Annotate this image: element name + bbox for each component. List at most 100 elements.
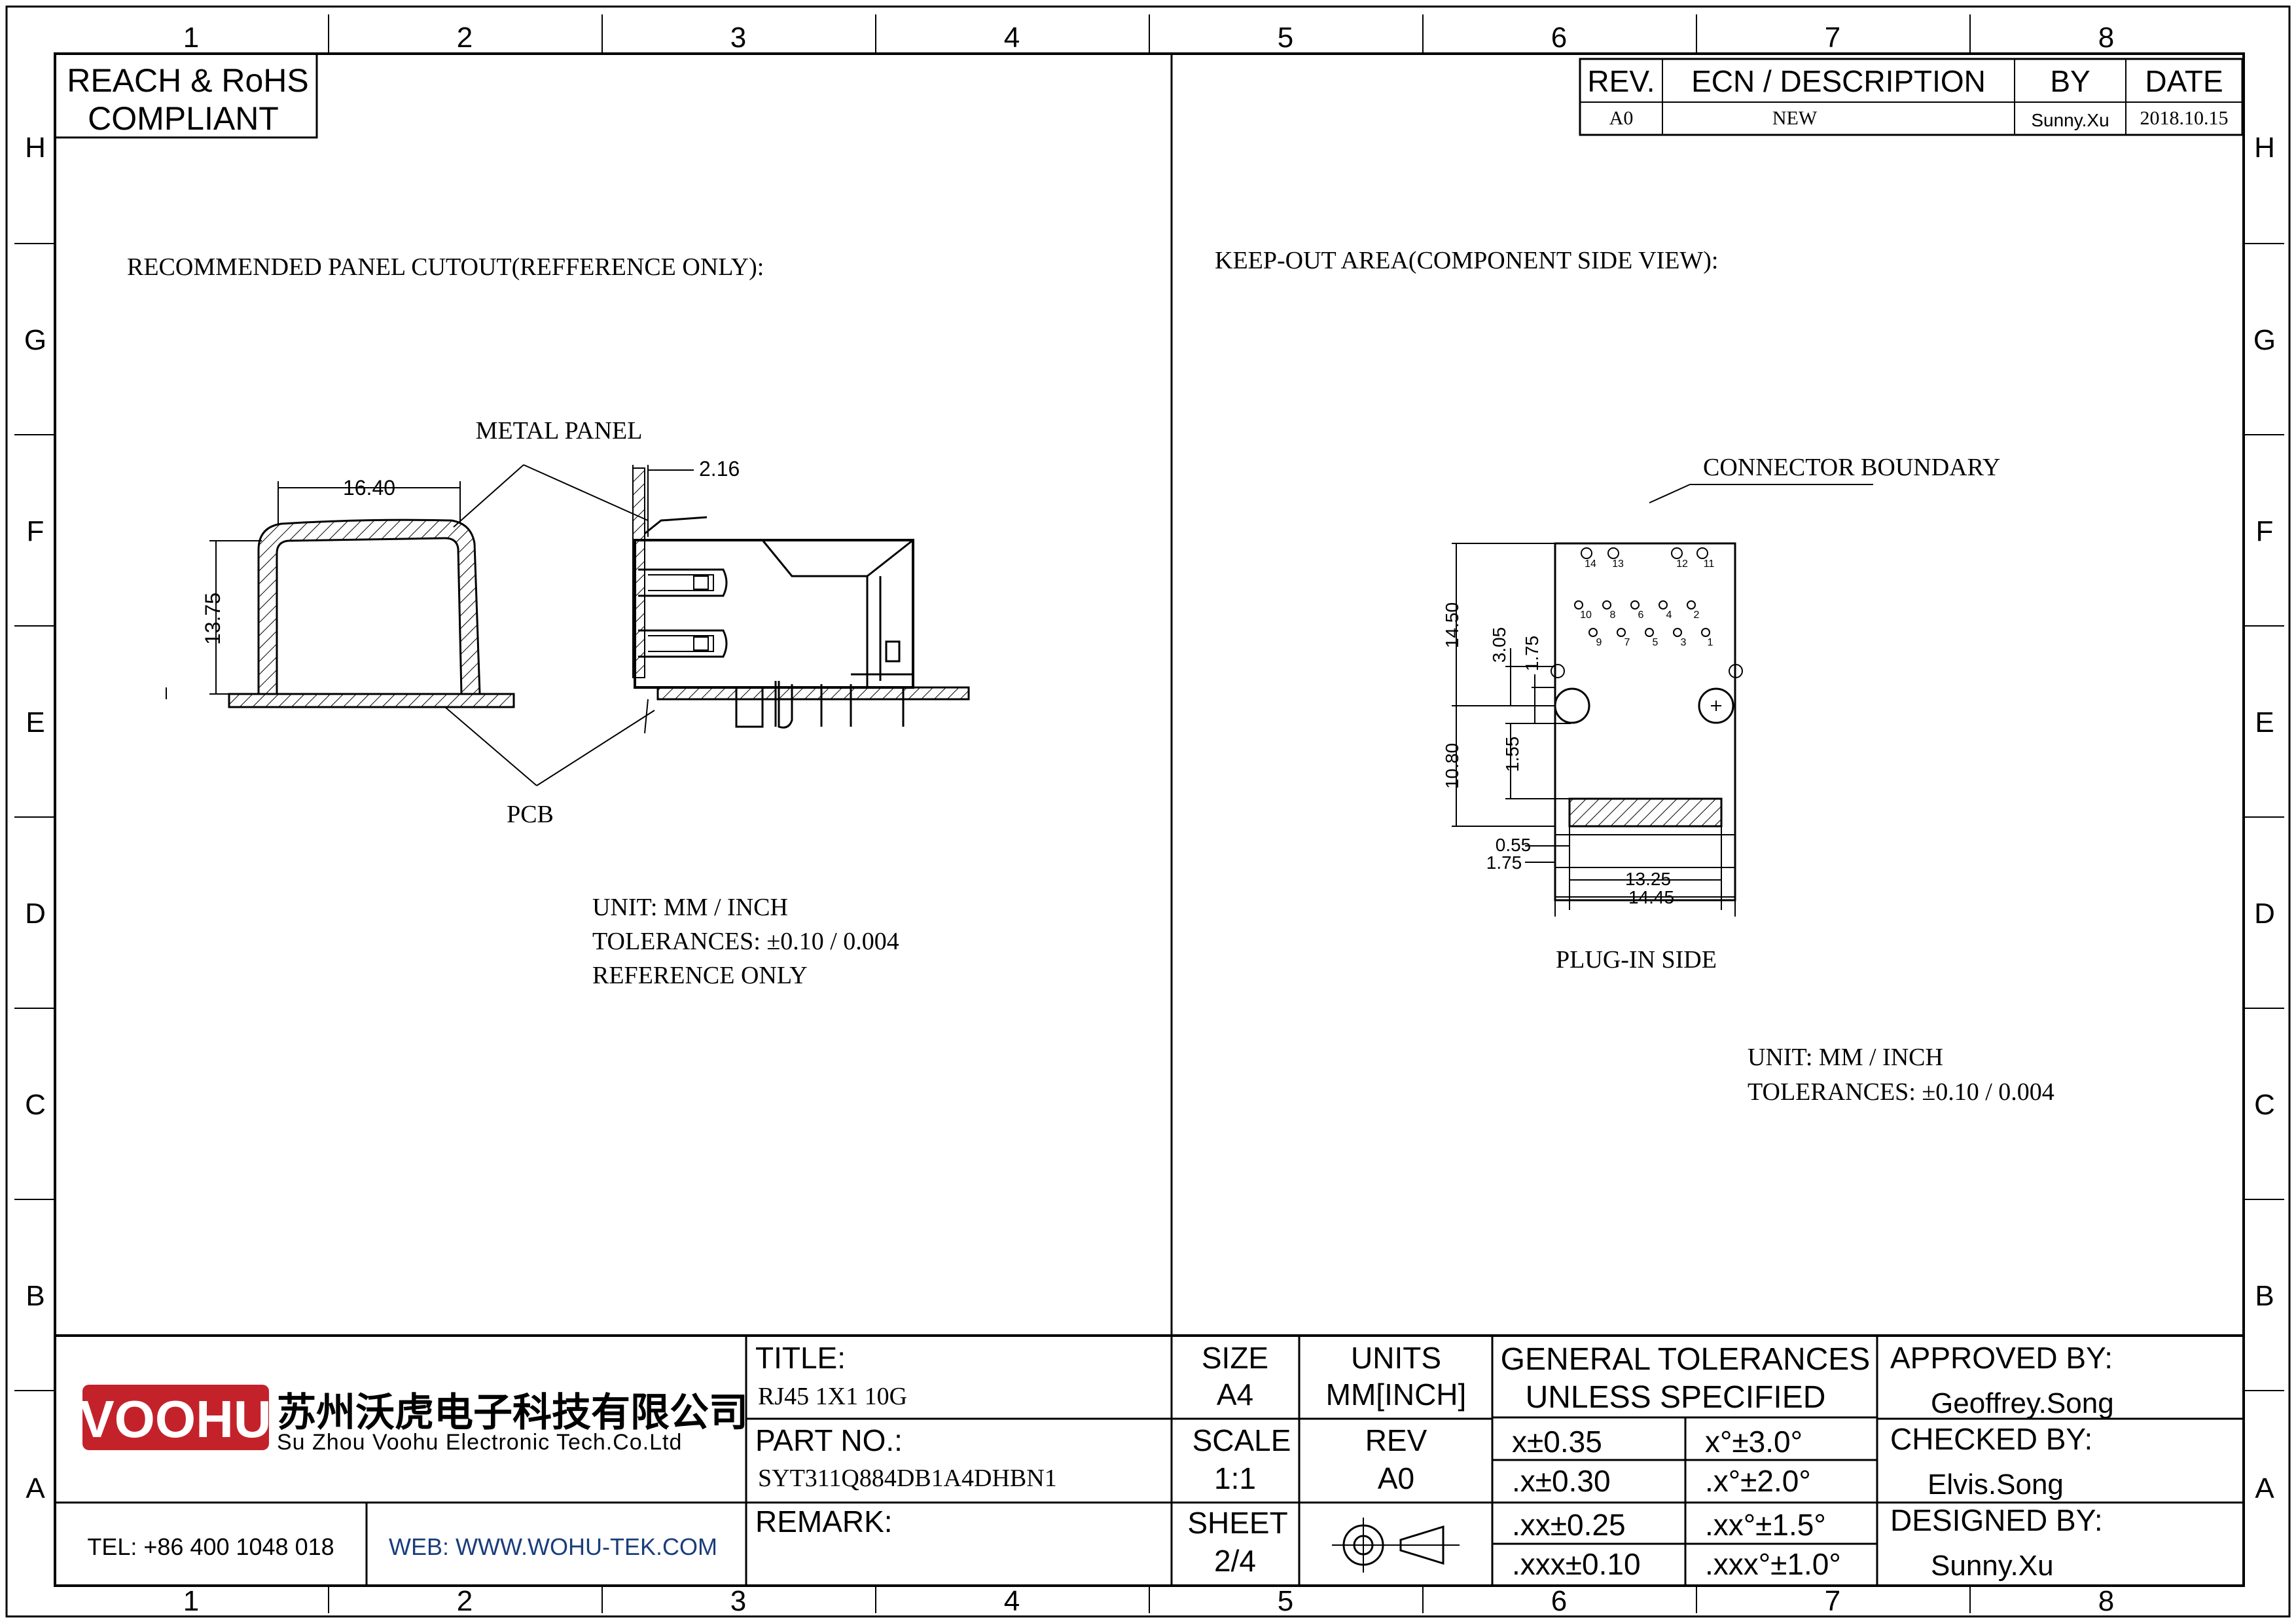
dim-keepout-lower: 10.80 xyxy=(1442,743,1462,789)
svg-text:5: 5 xyxy=(1653,637,1659,648)
rev-header-by: BY xyxy=(2050,64,2090,98)
left-note-unit: UNIT: MM / INCH xyxy=(592,894,788,921)
part-no-value: SYT311Q884DB1A4DHBN1 xyxy=(758,1465,1057,1492)
approved-by-label: APPROVED BY: xyxy=(1890,1341,2113,1375)
svg-text:13: 13 xyxy=(1612,558,1624,570)
checked-by-label: CHECKED BY: xyxy=(1890,1422,2092,1456)
rev-row-rev: A0 xyxy=(1609,107,1634,129)
row-label-left: C xyxy=(25,1089,46,1121)
tol-angular-3: .xxx°±1.0° xyxy=(1705,1547,1841,1581)
svg-text:12: 12 xyxy=(1676,558,1688,570)
row-label-left: G xyxy=(24,324,46,356)
compliance-box: REACH & RoHS COMPLIANT xyxy=(54,52,318,139)
pin-numbers: 14 13 12 11 10 8 6 4 2 9 7 5 3 1 xyxy=(1580,558,1714,648)
col-label-bottom: 1 xyxy=(183,1585,199,1617)
approved-by-value: Geoffrey.Song xyxy=(1931,1387,2114,1419)
scale-value: 1:1 xyxy=(1214,1461,1256,1495)
svg-text:3: 3 xyxy=(1681,637,1687,648)
col-label-top: 6 xyxy=(1551,22,1567,54)
dim-panel-height: 13.75 xyxy=(201,593,224,645)
row-label-right: E xyxy=(2255,706,2274,739)
svg-text:7: 7 xyxy=(1624,637,1630,648)
svg-text:6: 6 xyxy=(1638,610,1644,621)
dim-shield-width: 13.25 xyxy=(1625,869,1671,889)
title-label: TITLE: xyxy=(755,1341,846,1375)
row-label-left: E xyxy=(26,706,45,739)
projection-symbol-icon xyxy=(1332,1518,1460,1573)
logo-text: VOOHU xyxy=(79,1390,271,1448)
panel-cutout-drawing xyxy=(166,481,515,708)
tol-linear-2: .xx±0.25 xyxy=(1512,1508,1626,1542)
dim-edge-b: 1.75 xyxy=(1486,852,1522,873)
left-note-reference: REFERENCE ONLY xyxy=(592,962,808,989)
revision-table: REV. ECN / DESCRIPTION BY DATE A0 NEW Su… xyxy=(1579,58,2244,136)
col-label-top: 2 xyxy=(457,22,473,54)
row-label-left: F xyxy=(27,515,45,547)
metal-panel-label: METAL PANEL xyxy=(476,417,643,445)
sheet-label: SHEET xyxy=(1187,1506,1287,1540)
svg-text:8: 8 xyxy=(1610,610,1616,621)
svg-text:10: 10 xyxy=(1580,610,1592,621)
tel: TEL: +86 400 1048 018 xyxy=(87,1533,334,1560)
plug-in-side-label: PLUG-IN SIDE xyxy=(1556,946,1717,974)
units-value: MM[INCH] xyxy=(1326,1377,1467,1412)
connector-boundary-label: CONNECTOR BOUNDARY xyxy=(1703,454,2000,481)
rev-row-by: Sunny.Xu xyxy=(2031,110,2109,130)
remark-label: REMARK: xyxy=(755,1504,893,1539)
tol-angular-0: x°±3.0° xyxy=(1705,1425,1803,1459)
pcb-label: PCB xyxy=(507,801,554,828)
col-label-bottom: 7 xyxy=(1825,1585,1840,1617)
left-view: RECOMMENDED PANEL CUTOUT(REFFERENCE ONLY… xyxy=(127,253,970,989)
row-label-left: A xyxy=(26,1472,45,1504)
svg-text:9: 9 xyxy=(1596,637,1602,648)
col-label-top: 1 xyxy=(183,22,199,54)
col-label-bottom: 6 xyxy=(1551,1585,1567,1617)
svg-text:2: 2 xyxy=(1694,610,1700,621)
dim-panel-thickness: 2.16 xyxy=(699,457,740,481)
company-name-en: Su Zhou Voohu Electronic Tech.Co.Ltd xyxy=(277,1430,682,1455)
right-note-tolerance: TOLERANCES: ±0.10 / 0.004 xyxy=(1748,1078,2054,1106)
rev-header-rev: REV. xyxy=(1587,64,1655,98)
row-label-right: C xyxy=(2254,1089,2275,1121)
dim-keepout-width: 14.45 xyxy=(1628,887,1674,907)
compliance-line2: COMPLIANT xyxy=(88,100,279,137)
voohu-logo: VOOHU xyxy=(79,1385,272,1450)
dim-post-radius: 1.75 xyxy=(1522,636,1542,672)
scale-label: SCALE xyxy=(1193,1423,1291,1457)
col-label-top: 5 xyxy=(1278,22,1293,54)
col-label-top: 3 xyxy=(730,22,746,54)
rev-row-date: 2018.10.15 xyxy=(2140,107,2229,129)
designed-by-label: DESIGNED BY: xyxy=(1890,1503,2103,1537)
checked-by-value: Elvis.Song xyxy=(1928,1468,2064,1501)
row-labels: H G F E D C B A H G F E D C B A xyxy=(24,132,2276,1504)
size-value: A4 xyxy=(1217,1377,1253,1412)
general-tolerances-line2: UNLESS SPECIFIED xyxy=(1526,1380,1826,1415)
size-label: SIZE xyxy=(1202,1341,1268,1375)
keep-out-drawing xyxy=(1452,542,1743,917)
row-label-left: B xyxy=(26,1280,45,1312)
tol-angular-2: .xx°±1.5° xyxy=(1705,1508,1826,1542)
svg-text:11: 11 xyxy=(1704,558,1715,570)
right-note-unit: UNIT: MM / INCH xyxy=(1748,1044,1943,1071)
left-note-tolerance: TOLERANCES: ±0.10 / 0.004 xyxy=(592,928,899,955)
row-label-right: F xyxy=(2256,515,2274,547)
right-view: KEEP-OUT AREA(COMPONENT SIDE VIEW): CONN… xyxy=(1215,247,2054,1106)
row-label-right: B xyxy=(2255,1280,2274,1312)
title-value: RJ45 1X1 10G xyxy=(758,1383,907,1410)
company-name-cn: 苏州沃虎电子科技有限公司 xyxy=(277,1391,748,1434)
row-label-right: H xyxy=(2254,132,2275,164)
column-labels: 1 2 3 4 5 6 7 8 1 2 3 4 5 6 7 8 xyxy=(183,22,2114,1617)
tol-angular-1: .x°±2.0° xyxy=(1705,1464,1811,1498)
col-label-top: 8 xyxy=(2098,22,2114,54)
row-label-right: G xyxy=(2253,324,2276,356)
dim-post-offset: 3.05 xyxy=(1489,627,1509,663)
rev-value: A0 xyxy=(1378,1461,1414,1495)
drawing-frame xyxy=(5,5,2291,1618)
col-label-top: 7 xyxy=(1825,22,1840,54)
col-label-top: 4 xyxy=(1004,22,1020,54)
dim-shield-offset: 1.55 xyxy=(1502,737,1522,773)
units-label: UNITS xyxy=(1351,1341,1441,1375)
row-label-left: H xyxy=(25,132,46,164)
general-tolerances-line1: GENERAL TOLERANCES xyxy=(1501,1342,1871,1377)
col-label-bottom: 4 xyxy=(1004,1585,1020,1617)
